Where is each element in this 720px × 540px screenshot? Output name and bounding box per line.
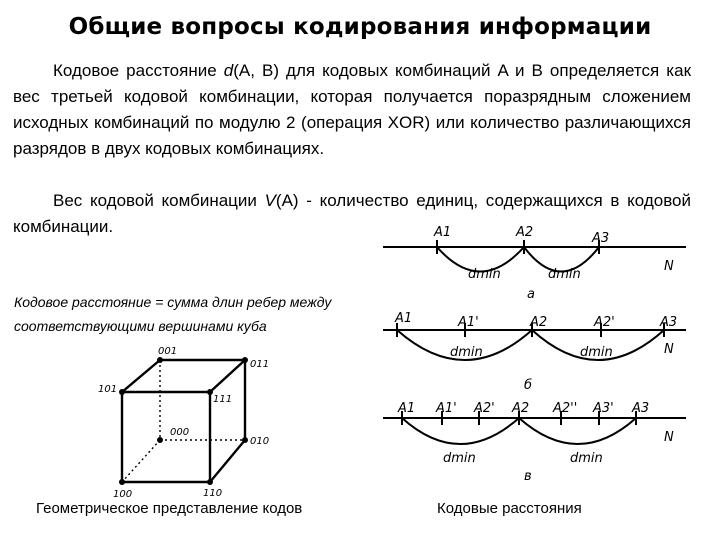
cube-edges (120, 358, 247, 484)
arc-label-a2: dmin (548, 267, 581, 282)
arc-label-b2: dmin (580, 345, 613, 360)
arc-a1 (436, 246, 525, 273)
point-c7: A3 (631, 401, 649, 416)
arc-b2 (531, 329, 665, 361)
arc-label-c2: dmin (570, 451, 603, 466)
figure-label-c: в (524, 469, 532, 484)
end-label-b: N (664, 342, 674, 357)
figure-label-a: а (527, 287, 535, 302)
cube-front-face (120, 390, 212, 484)
paragraph-code-distance: Кодовое расстояние d(A, B) для кодовых к… (13, 61, 692, 158)
cube-edge-110-010 (209, 439, 246, 483)
vertex-label-001: 001 (158, 346, 177, 357)
arc-c1 (401, 417, 520, 445)
point-c1: A1 (397, 401, 415, 416)
slide-title: Общие вопросы кодирования информации (68, 14, 652, 40)
point-c3: A2' (473, 401, 495, 416)
cube-edge-101-001 (121, 359, 161, 393)
code-distances-caption: Кодовые расстояния (437, 500, 582, 517)
paragraph-code-weight: Вес кодовой комбинации V(A) - количество… (13, 191, 691, 236)
cube-edge-111-011 (209, 359, 246, 393)
vertex-label-110: 110 (203, 488, 222, 499)
arc-label-c1: dmin (443, 451, 476, 466)
geometric-representation-caption: Геометрическое представление кодов (36, 500, 303, 517)
point-b3: A2 (529, 315, 547, 330)
point-c2: A1' (435, 401, 457, 416)
point-b5: A3 (659, 315, 677, 330)
arc-c2 (518, 417, 637, 445)
point-c6: A3' (592, 401, 614, 416)
figure-label-b: б (524, 378, 532, 393)
cube-hidden-edges (121, 360, 245, 483)
arc-label-a1: dmin (468, 267, 501, 282)
vertex-label-011: 011 (250, 359, 269, 370)
point-b2: A1' (457, 315, 479, 330)
cube-vertex-dots (119, 357, 248, 485)
point-b4: A2' (593, 315, 615, 330)
vertex-label-111: 111 (213, 394, 232, 405)
point-c4: A2 (511, 401, 529, 416)
point-b1: A1 (394, 311, 412, 326)
point-c5: A2'' (552, 401, 577, 416)
cube-caption: Кодовое расстояние = сумма длин ребер ме… (14, 294, 332, 334)
diagram-b: A1 A1' A2 A2' A3 dmin dmin N б (383, 311, 686, 393)
end-label-a: N (664, 259, 674, 274)
diagram-c: A1 A1' A2' A2 A2'' A3' A3 dmin dmin N в (383, 401, 686, 484)
vertex-label-010: 010 (250, 436, 269, 447)
end-label-c: N (664, 430, 674, 445)
vertex-label-000: 000 (170, 427, 189, 438)
arc-label-b1: dmin (450, 345, 483, 360)
vertex-label-101: 101 (98, 384, 117, 395)
arc-b1 (396, 329, 533, 361)
vertex-label-100: 100 (113, 489, 132, 500)
arc-a2 (523, 246, 600, 273)
